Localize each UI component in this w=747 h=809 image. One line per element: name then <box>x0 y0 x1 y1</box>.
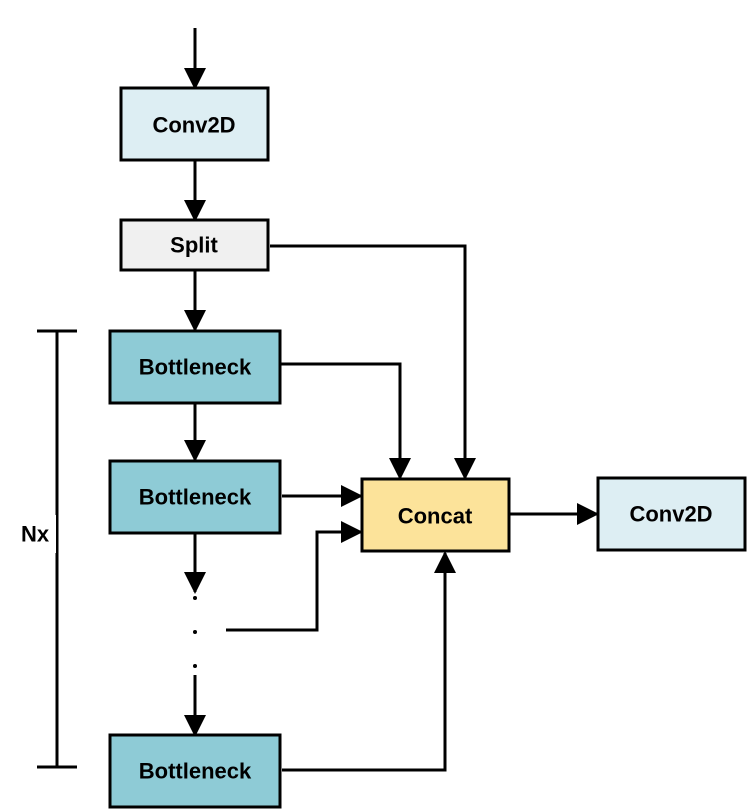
repeat-count-label: Nx <box>21 522 50 547</box>
bottleneck-box-n <box>108 733 282 809</box>
conv2d-output-node: Conv2D <box>596 476 747 552</box>
bottleneck1-to-concat-arrow <box>280 362 411 480</box>
bottleneck-node-1: Bottleneck <box>108 329 282 405</box>
concat-box <box>360 477 511 553</box>
conv2d-input-node: Conv2D <box>119 86 270 162</box>
bottleneck-box-1 <box>108 329 282 405</box>
ellipsis-dot <box>193 664 197 668</box>
split-to-concat-arrow <box>270 244 476 480</box>
conv2d-input-box <box>119 86 270 162</box>
ellipsis-dots <box>193 596 197 668</box>
bottleneck-node-2: Bottleneck <box>108 459 282 535</box>
bottleneck-label-2: Bottleneck <box>139 485 252 510</box>
edges <box>184 28 599 772</box>
bottleneck-node-n: Bottleneck <box>108 733 282 809</box>
concat-node: Concat <box>360 477 511 553</box>
ellipsis-dot <box>193 630 197 634</box>
bottleneck-label-n: Bottleneck <box>139 759 252 784</box>
conv2d-output-box <box>596 476 747 552</box>
bracket-label-background <box>16 515 56 553</box>
bottleneck-box-2 <box>108 459 282 535</box>
repeat-bracket: Nx <box>16 329 77 769</box>
conv2d-input-label: Conv2D <box>152 113 235 138</box>
split-node: Split <box>119 218 270 272</box>
ellipsis-dot <box>193 596 197 600</box>
conv2d-output-label: Conv2D <box>629 502 712 527</box>
bottleneck-label-1: Bottleneck <box>139 355 252 380</box>
intermediate-to-concat-arrow <box>226 521 363 632</box>
bottleneckn-to-concat-arrow <box>282 551 456 772</box>
split-label: Split <box>170 233 218 258</box>
concat-label: Concat <box>398 504 473 529</box>
split-box <box>119 218 270 272</box>
